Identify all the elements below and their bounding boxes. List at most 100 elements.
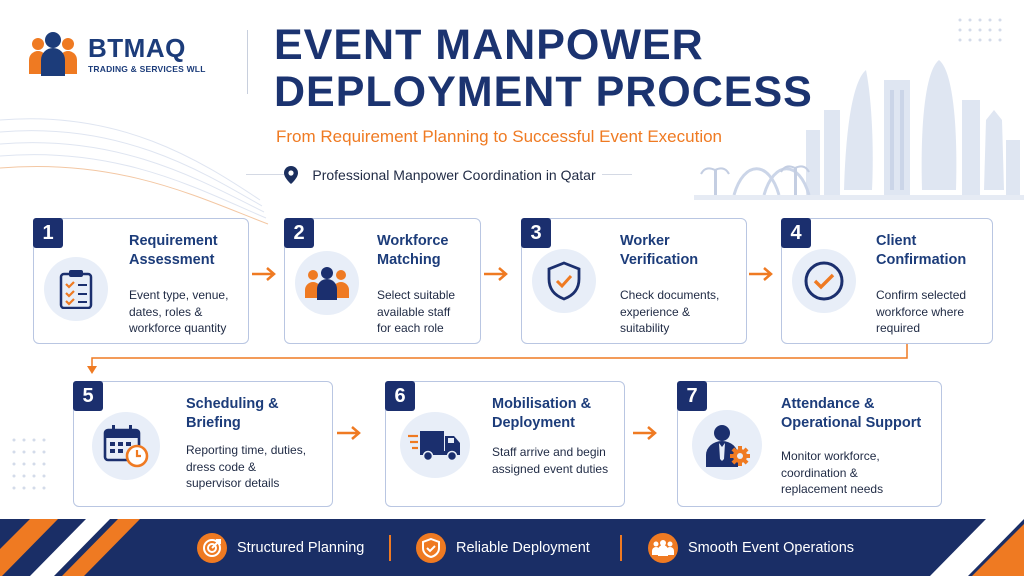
step-icon-circle-4 bbox=[792, 249, 856, 313]
step-title-6-line-2: Deployment bbox=[492, 415, 575, 431]
step-desc-6-line-2: assigned event duties bbox=[492, 461, 609, 476]
shield-check-icon bbox=[422, 538, 440, 558]
step-title-5-line-2: Briefing bbox=[186, 415, 241, 431]
flow-arrow-2-3 bbox=[484, 267, 508, 281]
step-number-1: 1 bbox=[33, 218, 63, 248]
flow-arrow-1-2 bbox=[252, 267, 276, 281]
step-desc-5-line-1: Reporting time, duties, bbox=[186, 443, 307, 457]
location-rule-left bbox=[246, 174, 286, 175]
step-number-3: 3 bbox=[521, 218, 551, 248]
step-desc-5: Reporting time, duties, dress code & sup… bbox=[186, 442, 306, 492]
footer-label-2: Reliable Deployment bbox=[456, 540, 590, 556]
step-card-4: 4 Client Confirmation Confirm selected w… bbox=[781, 218, 993, 344]
step-title-1-line-1: Requirement bbox=[129, 233, 218, 249]
step-title-5: Scheduling & Briefing bbox=[186, 395, 279, 433]
footer-item-structured-planning: Structured Planning bbox=[197, 533, 364, 563]
footer-icon-circle-1 bbox=[197, 533, 227, 563]
step-number-4: 4 bbox=[781, 218, 811, 248]
step-card-6: 6 Mobilisation & Deployment Staff arrive… bbox=[385, 381, 625, 507]
flow-arrow-6-7 bbox=[633, 426, 657, 440]
step-number-6: 6 bbox=[385, 381, 415, 411]
step-desc-7-line-1: Monitor workforce, bbox=[781, 449, 880, 463]
step-title-4: Client Confirmation bbox=[876, 232, 966, 270]
step-desc-6-line-1: Staff arrive and begin bbox=[492, 445, 606, 459]
page-title: EVENT MANPOWER DEPLOYMENT PROCESS bbox=[274, 22, 813, 116]
step-desc-2-line-1: Select suitable bbox=[377, 288, 456, 302]
location-line: Professional Manpower Coordination in Qa… bbox=[246, 158, 632, 192]
step-desc-3-line-3: suitability bbox=[620, 321, 670, 335]
step-desc-1: Event type, venue, dates, roles & workfo… bbox=[129, 287, 228, 337]
step-desc-3-line-1: Check documents, bbox=[620, 288, 720, 302]
calendar-clock-icon bbox=[103, 425, 149, 468]
footer-item-reliable-deployment: Reliable Deployment bbox=[416, 533, 590, 563]
title-line-1: EVENT MANPOWER bbox=[274, 21, 704, 69]
flow-arrow-5-6 bbox=[337, 426, 361, 440]
footer-separator-1 bbox=[389, 535, 391, 561]
step-desc-7-line-2: coordination & bbox=[781, 465, 858, 480]
page-subtitle: From Requirement Planning to Successful … bbox=[276, 127, 723, 146]
step-card-2: 2 Workforce Matching Select suitable ava… bbox=[284, 218, 481, 344]
flow-arrow-3-4 bbox=[749, 267, 773, 281]
step-title-6: Mobilisation & Deployment bbox=[492, 395, 591, 433]
step-number-2: 2 bbox=[284, 218, 314, 248]
step-desc-1-line-1: Event type, venue, bbox=[129, 288, 229, 302]
step-title-2: Workforce Matching bbox=[377, 232, 448, 270]
step-desc-7: Monitor workforce, coordination & replac… bbox=[781, 448, 883, 498]
brand-tagline: TRADING & SERVICES WLL bbox=[88, 63, 206, 74]
step-desc-5-line-3: supervisor details bbox=[186, 476, 280, 490]
step-desc-2: Select suitable available staff for each… bbox=[377, 287, 455, 337]
step-card-3: 3 Worker Verification Check documents, e… bbox=[521, 218, 747, 344]
support-person-gear-icon bbox=[706, 425, 750, 467]
step-title-3: Worker Verification bbox=[620, 232, 698, 270]
step-desc-4-line-3: required bbox=[876, 321, 921, 335]
step-desc-2-line-2: available staff bbox=[377, 304, 451, 319]
step-title-6-line-1: Mobilisation & bbox=[492, 396, 592, 412]
people-logo-icon bbox=[29, 32, 77, 76]
step-desc-1-line-3: workforce quantity bbox=[129, 321, 227, 335]
location-text: Professional Manpower Coordination in Qa… bbox=[308, 167, 600, 183]
footer-label-3: Smooth Event Operations bbox=[688, 540, 855, 556]
people-group-icon bbox=[652, 540, 674, 556]
step-desc-1-line-2: dates, roles & bbox=[129, 304, 203, 319]
step-title-1-line-2: Assessment bbox=[129, 252, 215, 268]
step-card-1: 1 Requirement Assessment Event type, ven… bbox=[33, 218, 249, 344]
step-desc-4-line-1: Confirm selected bbox=[876, 288, 967, 302]
step-desc-7-line-3: replacement needs bbox=[781, 482, 884, 496]
location-pin-icon bbox=[284, 166, 299, 184]
footer-icon-circle-2 bbox=[416, 533, 446, 563]
step-title-7-line-1: Attendance & bbox=[781, 396, 875, 412]
step-desc-4: Confirm selected workforce where require… bbox=[876, 287, 966, 337]
doha-skyline-illustration bbox=[694, 60, 1024, 200]
truck-icon bbox=[408, 431, 460, 462]
step-number-7: 7 bbox=[677, 381, 707, 411]
location-rule-right bbox=[602, 174, 632, 175]
step-title-4-line-2: Confirmation bbox=[876, 252, 967, 268]
step-icon-circle-7 bbox=[692, 410, 762, 480]
step-icon-circle-6 bbox=[400, 412, 470, 478]
target-icon bbox=[203, 539, 221, 557]
brand-name: BTMAQ bbox=[88, 32, 186, 63]
step-title-7: Attendance & Operational Support bbox=[781, 395, 921, 433]
footer-band: Structured Planning Reliable Deployment … bbox=[0, 519, 1024, 576]
step-title-4-line-1: Client bbox=[876, 233, 917, 249]
header-divider bbox=[247, 30, 248, 94]
footer-icon-circle-3 bbox=[648, 533, 678, 563]
step-icon-circle-5 bbox=[92, 412, 160, 480]
step-title-2-line-2: Matching bbox=[377, 252, 441, 268]
people-group-icon bbox=[305, 267, 349, 300]
footer-label-1: Structured Planning bbox=[237, 540, 365, 556]
step-title-1: Requirement Assessment bbox=[129, 232, 218, 270]
brand-logo: BTMAQ TRADING & SERVICES WLL bbox=[26, 30, 206, 78]
step-title-7-line-2: Operational Support bbox=[781, 415, 922, 431]
step-icon-circle-1 bbox=[44, 257, 108, 321]
title-line-2: DEPLOYMENT PROCESS bbox=[274, 68, 813, 116]
step-number-5: 5 bbox=[73, 381, 103, 411]
footer-item-smooth-event-operations: Smooth Event Operations bbox=[648, 533, 854, 563]
step-icon-circle-2 bbox=[295, 251, 359, 315]
step-desc-6: Staff arrive and begin assigned event du… bbox=[492, 444, 608, 477]
step-desc-5-line-2: dress code & bbox=[186, 459, 257, 474]
step-card-5: 5 Scheduling & Briefing Reporting time, … bbox=[73, 381, 333, 507]
clipboard-checklist-icon bbox=[59, 270, 93, 309]
step-icon-circle-3 bbox=[532, 249, 596, 313]
footer-separator-2 bbox=[620, 535, 622, 561]
